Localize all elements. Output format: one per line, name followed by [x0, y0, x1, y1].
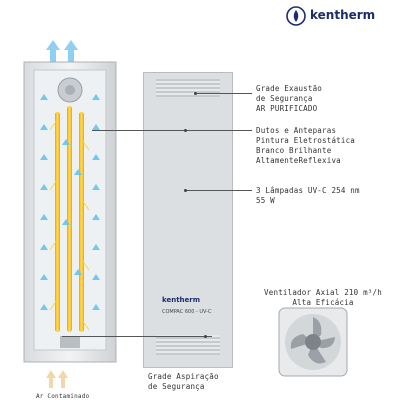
inflow-arrows: [46, 370, 68, 388]
label-intake-grille: Grade Aspiração de Segurança: [148, 372, 219, 391]
brand-emblem-icon: [286, 6, 306, 26]
brand-logo: kentherm: [286, 6, 396, 26]
leader-dot: [204, 335, 207, 338]
label-exhaust-grille: Grade Exaustão de Segurança AR PURIFICAD…: [256, 84, 323, 113]
leader-ducts: [92, 130, 252, 131]
leader-exhaust: [196, 93, 252, 94]
airflow-arrows: [40, 94, 100, 310]
exterior-unit: kentherm COMPAC 600 - UV-C: [143, 72, 233, 368]
brand-name: kentherm: [310, 8, 376, 22]
label-contaminated-air: Ar Contaminado: [36, 393, 90, 400]
cutaway-diagram: [23, 40, 117, 388]
leader-lamps: [186, 190, 252, 191]
leader-dot: [184, 189, 187, 192]
leader-intake: [62, 336, 212, 337]
outflow-arrows: [46, 40, 78, 62]
label-fan: Ventilador Axial 210 m³/h Alta Eficácia: [264, 288, 382, 307]
leader-dot: [184, 129, 187, 132]
uv-lamps: [49, 106, 90, 332]
intake-grille: [156, 335, 220, 355]
exhaust-grille: [156, 79, 220, 97]
label-lamps: 3 Lâmpadas UV-C 254 nm 55 W: [256, 186, 360, 205]
leader-dot: [194, 92, 197, 95]
brand-plate: kentherm: [162, 296, 201, 304]
model-label: COMPAC 600 - UV-C: [162, 309, 212, 315]
label-ducts: Dutos e Anteparas Pintura Eletrostática …: [256, 126, 356, 165]
axial-fan-icon: [278, 307, 348, 377]
